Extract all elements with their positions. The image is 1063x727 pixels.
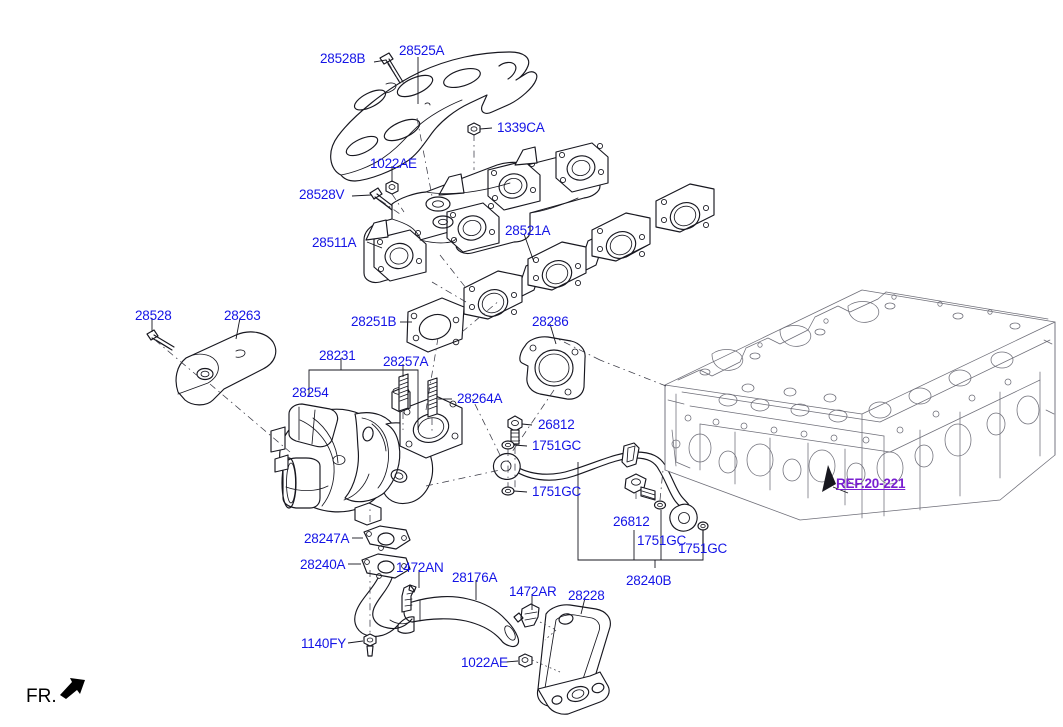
part-label-1751GC-feed-a: 1751GC bbox=[637, 533, 687, 548]
part-label-1472AR: 1472AR bbox=[509, 584, 557, 599]
oil-drain-gasket-part bbox=[363, 525, 411, 551]
part-label-26812-upper: 26812 bbox=[538, 417, 575, 432]
part-label-28528B: 28528B bbox=[320, 51, 366, 66]
bolt-shield-lower-part bbox=[146, 329, 175, 351]
front-direction-arrow-icon bbox=[60, 678, 85, 699]
part-label-28231: 28231 bbox=[319, 348, 356, 363]
part-label-1140FY: 1140FY bbox=[301, 636, 347, 651]
part-label-28176A: 28176A bbox=[452, 570, 498, 585]
stud-bolt-lower-part bbox=[427, 377, 438, 418]
nut-manifold-part bbox=[467, 122, 481, 136]
heat-shield-lower-part bbox=[175, 331, 277, 406]
banjo-bolt-upper-part bbox=[507, 415, 523, 445]
exhaust-manifold-part bbox=[363, 142, 609, 284]
part-label-28251B: 28251B bbox=[351, 314, 397, 329]
bracket-part bbox=[536, 604, 611, 715]
nut-shield-upper-part bbox=[385, 180, 399, 195]
hose-clamp-left-part bbox=[401, 584, 417, 613]
part-label-1022AE-lower: 1022AE bbox=[461, 655, 508, 670]
part-label-1339CA: 1339CA bbox=[497, 120, 545, 135]
part-label-28528V: 28528V bbox=[299, 187, 345, 202]
gasket-washer-upper-part bbox=[501, 440, 515, 450]
bolt-shield-mid-part bbox=[369, 187, 395, 211]
part-label-28247A: 28247A bbox=[304, 531, 350, 546]
part-label-26812-lower: 26812 bbox=[613, 514, 650, 529]
banjo-bolt-lower-part bbox=[624, 473, 656, 501]
part-label-1751GC-mid: 1751GC bbox=[532, 484, 582, 499]
part-label-28228: 28228 bbox=[568, 588, 605, 603]
oil-drain-pipe-part bbox=[354, 553, 415, 637]
turbo-outlet-gasket-part bbox=[519, 336, 586, 400]
part-label-28263: 28263 bbox=[224, 308, 261, 323]
gasket-washer-feed-a bbox=[653, 500, 667, 510]
water-hose-part bbox=[403, 596, 520, 648]
part-label-1022AE-upper: 1022AE bbox=[370, 156, 417, 171]
turbo-gasket-part bbox=[406, 297, 465, 353]
part-label-28286: 28286 bbox=[532, 314, 569, 329]
cylinder-head-part bbox=[664, 289, 1056, 521]
manifold-gasket-part bbox=[463, 183, 715, 320]
part-label-1472AN: 1472AN bbox=[396, 560, 444, 575]
reference-label[interactable]: REF.20-221 bbox=[836, 476, 906, 491]
reference-arrow-icon bbox=[822, 465, 849, 494]
part-label-28257A: 28257A bbox=[383, 354, 429, 369]
nut-shield-lower-part bbox=[518, 653, 533, 668]
part-label-28240B: 28240B bbox=[626, 573, 672, 588]
heat-shield-upper-part bbox=[330, 51, 538, 182]
stud-bolt-upper-part bbox=[398, 373, 409, 412]
part-label-28528: 28528 bbox=[135, 308, 172, 323]
part-label-28240A: 28240A bbox=[300, 557, 346, 572]
oil-feed-pipe-part bbox=[492, 442, 698, 532]
bolt-bracket-part bbox=[363, 633, 377, 657]
part-label-28525A: 28525A bbox=[399, 43, 445, 58]
part-label-1751GC-feed-b: 1751GC bbox=[678, 541, 728, 556]
part-label-28521A: 28521A bbox=[505, 223, 551, 238]
hose-clamp-right-part bbox=[513, 603, 540, 628]
gasket-washer-lower-part bbox=[501, 486, 515, 496]
part-label-28511A: 28511A bbox=[312, 235, 357, 250]
part-label-28254: 28254 bbox=[292, 385, 329, 400]
part-label-1751GC-upper: 1751GC bbox=[532, 438, 582, 453]
part-label-28264A: 28264A bbox=[457, 391, 503, 406]
front-direction-label: FR. bbox=[26, 686, 57, 707]
